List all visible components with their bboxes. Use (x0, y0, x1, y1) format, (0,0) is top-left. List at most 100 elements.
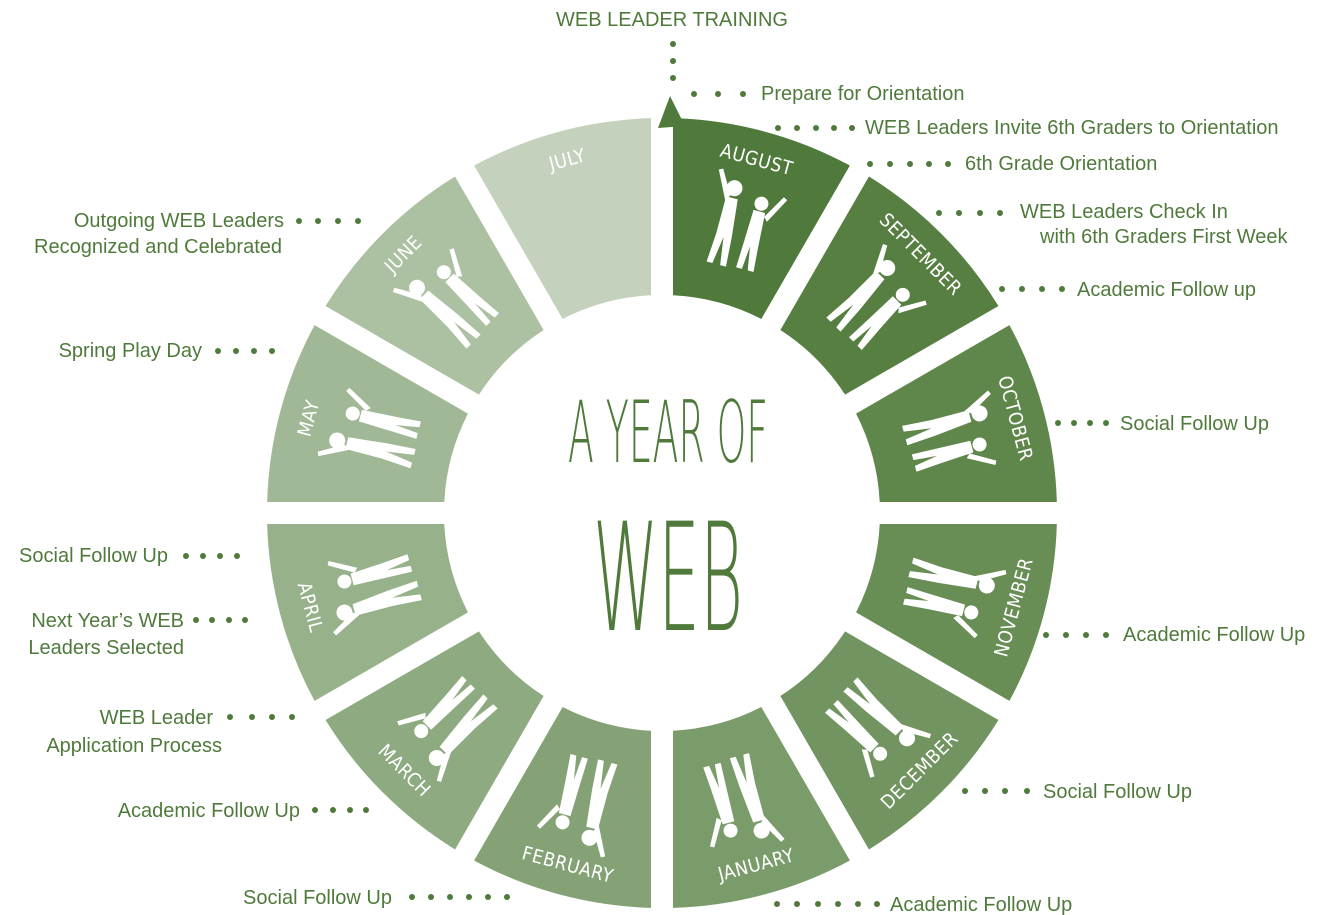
label-check-in-line1: WEB Leaders Check In (1020, 201, 1228, 223)
leader-dot (209, 617, 215, 623)
label-invite-6th-graders: WEB Leaders Invite 6th Graders to Orient… (865, 117, 1279, 139)
leader-dot (296, 218, 302, 224)
leader-dot (447, 894, 453, 900)
leader-dot (956, 210, 962, 216)
leader-dot (849, 125, 855, 131)
segment-december (780, 631, 999, 850)
leader-dot (183, 553, 189, 559)
leader-dot (874, 901, 880, 907)
segment-june (325, 176, 544, 395)
leader-dot (999, 286, 1005, 292)
figure-icon-december (824, 677, 932, 778)
segment-july (474, 118, 652, 319)
leader-dot (409, 894, 415, 900)
label-application-line1: WEB Leader (100, 707, 214, 729)
figure-icon-march (397, 675, 498, 783)
leader-dot (234, 553, 240, 559)
label-spring-play-day: Spring Play Day (59, 340, 202, 362)
leader-dot (715, 91, 721, 97)
label-jan-academic: Academic Follow Up (890, 894, 1072, 915)
label-check-in-line2: with 6th Graders First Week (1039, 226, 1288, 248)
leader-dot (355, 218, 361, 224)
leader-dot (1059, 286, 1065, 292)
leader-dot (907, 161, 913, 167)
leader-dot (936, 210, 942, 216)
leader-dot (1103, 420, 1109, 426)
label-sep-academic: Academic Follow up (1077, 279, 1256, 301)
leader-dot (1087, 420, 1093, 426)
start-pointer (658, 96, 685, 128)
leader-dot (289, 714, 295, 720)
label-selected-line1: Next Year’s WEB (31, 610, 184, 632)
leader-dot (1083, 632, 1089, 638)
figure-icon-april (327, 554, 422, 636)
leader-dot (1071, 420, 1077, 426)
figure-icon-september (826, 243, 927, 351)
leader-dot (227, 714, 233, 720)
leader-dot (926, 161, 932, 167)
leader-dot (815, 901, 821, 907)
leader-dot (242, 617, 248, 623)
leader-dot (215, 348, 221, 354)
figure-icon-october (902, 390, 997, 472)
leader-dot (982, 788, 988, 794)
center-title-line2: WEB (593, 492, 743, 666)
top-label-web-leader-training: WEB LEADER TRAINING (556, 9, 788, 31)
silhouette-figures (317, 168, 1007, 858)
label-oct-social: Social Follow Up (1120, 413, 1269, 435)
leader-dot (269, 714, 275, 720)
leader-dot (855, 901, 861, 907)
leader-dot (1103, 632, 1109, 638)
label-prepare-orientation: Prepare for Orientation (761, 83, 964, 105)
figure-icon-june (392, 248, 500, 349)
leader-dot (997, 210, 1003, 216)
label-outgoing-line1: Outgoing WEB Leaders (74, 210, 284, 232)
leader-dot (330, 807, 336, 813)
leader-dot (193, 617, 199, 623)
leader-dot (466, 894, 472, 900)
figure-icon-may (317, 387, 421, 469)
label-selected-line2: Leaders Selected (28, 637, 184, 659)
leader-dot (670, 58, 676, 64)
leader-dot (835, 901, 841, 907)
leader-dot (794, 901, 800, 907)
label-feb-social: Social Follow Up (243, 887, 392, 909)
leader-dot (363, 807, 369, 813)
leader-dot (335, 218, 341, 224)
figure-icon-november (903, 557, 1007, 639)
leader-dot (315, 218, 321, 224)
leader-dot (347, 807, 353, 813)
leader-dot (200, 553, 206, 559)
leader-dots (183, 41, 1109, 907)
leader-dot (670, 41, 676, 47)
leader-dot (887, 161, 893, 167)
leader-dot (740, 91, 746, 97)
segment-september (780, 176, 999, 395)
figure-icon-january (703, 753, 785, 848)
leader-dot (504, 894, 510, 900)
leader-dot (813, 125, 819, 131)
leader-dot (1055, 420, 1061, 426)
leader-dot (217, 553, 223, 559)
leader-dot (775, 125, 781, 131)
leader-dot (428, 894, 434, 900)
label-6th-grade-orientation: 6th Grade Orientation (965, 153, 1157, 175)
leader-dot (251, 348, 257, 354)
leader-dot (691, 91, 697, 97)
label-apr-social: Social Follow Up (19, 545, 168, 567)
leader-dot (670, 75, 676, 81)
leader-dot (774, 901, 780, 907)
leader-dot (1063, 632, 1069, 638)
leader-dot (867, 161, 873, 167)
leader-dot (945, 161, 951, 167)
label-nov-academic: Academic Follow Up (1123, 624, 1305, 646)
label-application-line2: Application Process (46, 735, 222, 757)
leader-dot (1002, 788, 1008, 794)
leader-dot (485, 894, 491, 900)
leader-dot (226, 617, 232, 623)
label-outgoing-line2: Recognized and Celebrated (34, 236, 282, 258)
leader-dot (1019, 286, 1025, 292)
label-dec-social: Social Follow Up (1043, 781, 1192, 803)
leader-dot (269, 348, 275, 354)
figure-icon-august (706, 168, 788, 272)
